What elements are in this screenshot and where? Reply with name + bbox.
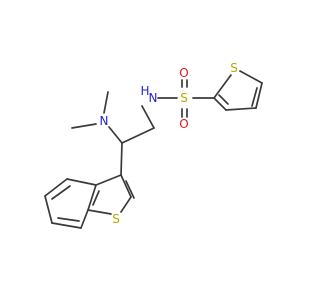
bt-five-ring-1 (95, 174, 122, 186)
atom-n-sulfonamide: N (149, 91, 158, 105)
bt-five-ring-4 (87, 209, 112, 215)
atom-s-thiophene: S (230, 61, 238, 75)
bond-ch-benzothiophene (120, 142, 123, 176)
bt-five-ring-2 (120, 174, 132, 198)
atom-o-top: O (179, 66, 188, 80)
atom-n-amine: N (100, 114, 109, 128)
atom-s-sulfonyl: S (180, 91, 188, 105)
molecule-structure-diagram: N H N S O O S S (44, 61, 263, 229)
thiophene-bond-5b (218, 94, 229, 105)
atom-o-bottom: O (179, 117, 188, 131)
benzene-bond-4b (57, 217, 80, 222)
benzene-bond-4 (51, 222, 82, 229)
benzene-bond-6 (87, 184, 97, 211)
bt-five-ring-3 (120, 196, 132, 213)
benzene-bond-5 (80, 209, 89, 229)
bond-ch2-nh (141, 105, 155, 129)
benzene-bond-1 (66, 178, 97, 186)
thiophene-bond-3 (255, 82, 263, 109)
bond-layer (44, 70, 263, 229)
thiophene-bond-2 (239, 70, 263, 84)
bond-methyl-left (71, 123, 97, 129)
bt-five-ring-2b (125, 180, 135, 199)
bond-n-ch (108, 126, 123, 144)
bond-ch-ch2 (121, 127, 155, 144)
benzene-bond-2 (44, 178, 68, 197)
benzene-bond-3 (44, 195, 53, 224)
thiophene-bond-4 (225, 107, 257, 111)
thiophene-bond-1 (213, 74, 232, 99)
benzene-bond-6b (92, 190, 100, 206)
atom-label-layer: N H N S O O S S (100, 61, 238, 226)
thiophene-bond-5 (213, 97, 227, 111)
atom-s-benzothiophene: S (112, 212, 120, 226)
atom-h-sulfonamide: H (140, 84, 149, 98)
bond-methyl-top (103, 91, 109, 114)
benzene-bond-2b (51, 185, 71, 200)
thiophene-bond-3b (251, 87, 258, 107)
